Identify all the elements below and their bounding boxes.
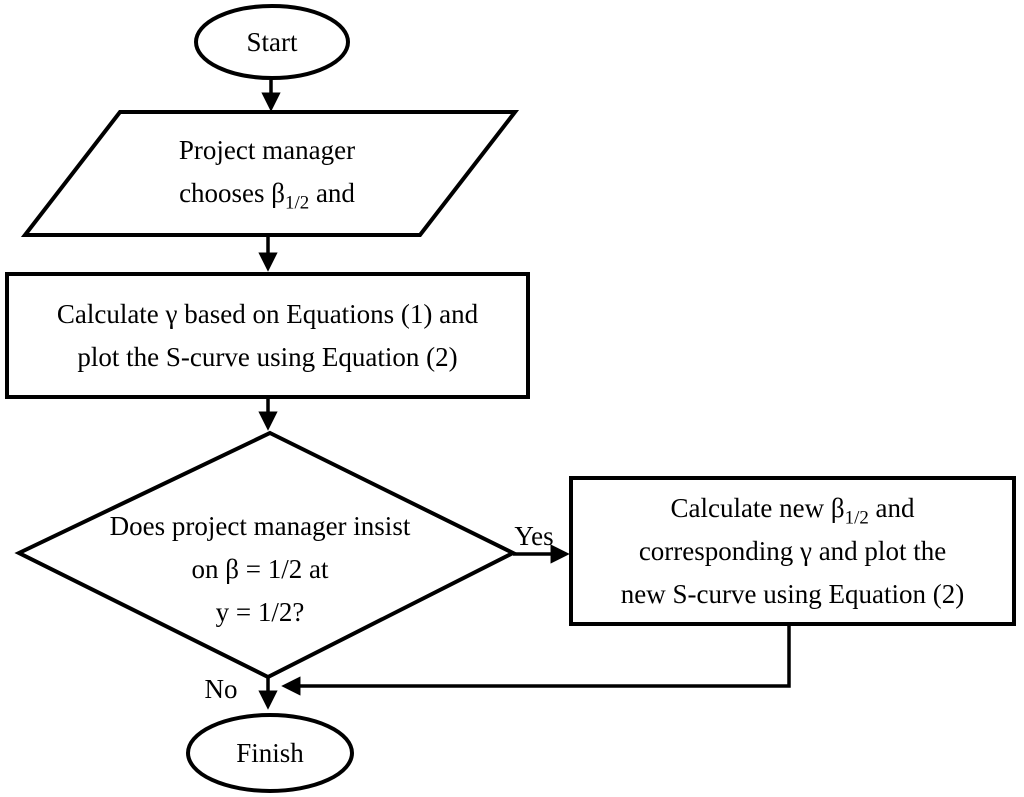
choose-text-line2: chooses β1/2 and [179, 172, 355, 215]
start-text: Start [246, 26, 298, 57]
calc-node-shape [5, 272, 530, 399]
recalc-line1-subscript: 1/2 [844, 507, 869, 529]
recalc-text-line2: corresponding γ and plot the [638, 535, 947, 566]
recalc-text-line3: new S-curve using Equation (2) [620, 578, 965, 609]
start-node-label: Start [196, 6, 348, 78]
choose-node-shape [20, 110, 520, 237]
finish-text: Finish [236, 737, 304, 768]
recalc-line1-post: and [868, 492, 915, 523]
recalc-line1-pre: Calculate new β [670, 492, 845, 523]
yes-edge-label: Yes [514, 521, 554, 551]
choose-line2-subscript: 1/2 [285, 192, 310, 214]
start-node-shape [194, 4, 350, 80]
recalc-node-shape [569, 476, 1016, 626]
calc-node-label: Calculate γ based on Equations (1) and p… [7, 276, 528, 395]
decision-text-line3: y = 1/2? [215, 596, 305, 627]
finish-node-shape [186, 713, 354, 793]
arrow-recalc-feedback [281, 626, 791, 696]
decision-node-label: Does project manager insist on β = 1/2 a… [60, 505, 460, 633]
calc-text-line2: plot the S-curve using Equation (2) [77, 341, 458, 372]
choose-text-line1: Project manager [178, 135, 356, 165]
no-edge-label: No [204, 674, 238, 704]
recalc-text-line1: Calculate new β1/2 and [670, 487, 914, 530]
choose-line2-pre: chooses β [179, 178, 286, 208]
decision-text-line1: Does project manager insist [109, 510, 411, 541]
finish-node-label: Finish [188, 717, 352, 789]
calc-text-line1: Calculate γ based on Equations (1) and [56, 298, 479, 329]
recalc-node-label: Calculate new β1/2 and corresponding γ a… [571, 481, 1014, 621]
choose-node-label: Project manager chooses β1/2 and [42, 122, 492, 222]
decision-text-line2: on β = 1/2 at [191, 553, 329, 584]
choose-line2-post: and [309, 178, 355, 208]
